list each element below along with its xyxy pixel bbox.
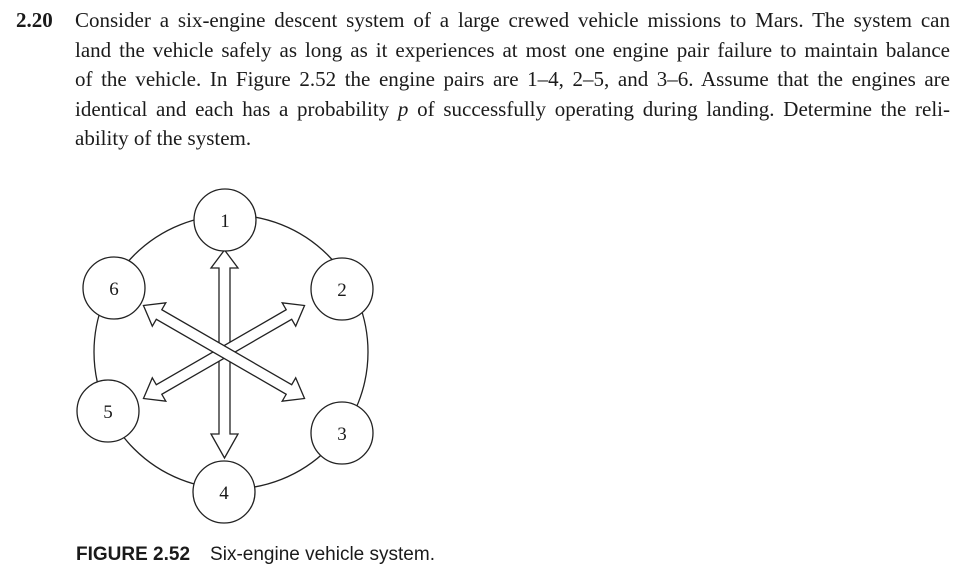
engine-1-circle [193,188,257,252]
engine-5-label: 5 [103,402,113,423]
problem-line-2: land the vehicle safely as long as it ex… [75,37,950,62]
engine-5: 5 [76,379,140,443]
engine-4-label: 4 [219,483,229,504]
engine-diagram-svg: 1 2 3 4 5 6 [76,188,374,524]
engine-6-label: 6 [109,279,119,300]
engine-6: 6 [82,256,146,320]
engine-3-circle [310,401,374,465]
problem-line-4-end: of successfully operating during landing… [408,96,950,121]
problem-line-5: ability of the system. [75,126,252,150]
problem-line-4: identical and each has a probability p o… [75,95,950,125]
figure-caption: FIGURE 2.52 Six-engine vehicle system. [76,542,435,568]
engine-1-label: 1 [220,211,230,232]
engine-2-label: 2 [337,280,347,301]
problem-statement: Consider a six-engine descent system of … [75,6,950,154]
engine-5-circle [76,379,140,443]
engine-3: 3 [310,401,374,465]
engine-4-circle [192,460,256,524]
engine-2-circle [310,257,374,321]
problem-line-3: of the vehicle. In Figure 2.52 the engin… [75,67,950,91]
engine-3-label: 3 [337,424,347,445]
problem-number: 2.20 [16,8,53,32]
probability-variable: p [397,96,409,121]
problem-line-1: Consider a six-engine descent system of … [75,8,950,32]
engine-2: 2 [310,257,374,321]
engine-1: 1 [193,188,257,252]
figure-caption-label: FIGURE 2.52 [76,544,191,565]
engine-diagram: 1 2 3 4 5 6 [60,178,400,528]
engine-4: 4 [192,460,256,524]
engine-pair-arrow-3-6 [142,302,306,402]
figure-caption-text: Six-engine vehicle system. [210,544,435,565]
engine-6-circle [82,256,146,320]
problem-line-4-start: identical and each has a probability [75,96,398,121]
